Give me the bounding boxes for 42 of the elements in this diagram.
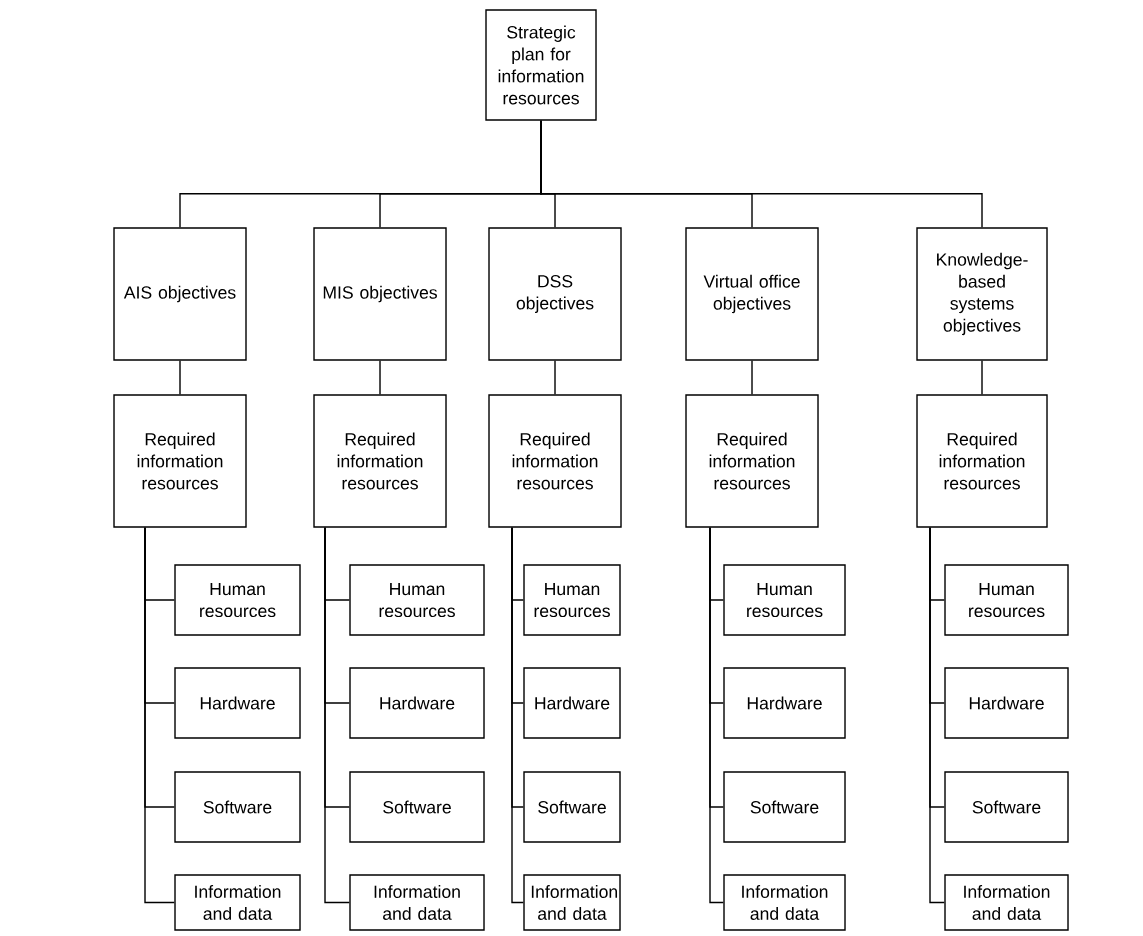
objectives-box: MIS objectives xyxy=(313,227,447,361)
connector-line xyxy=(324,527,350,904)
requirements-box: Required information resources xyxy=(916,394,1048,528)
connector-line xyxy=(554,360,556,395)
resource-box: Human resources xyxy=(723,564,846,636)
resource-box: Hardware xyxy=(174,667,301,739)
resource-box: Information and data xyxy=(723,874,846,931)
connector-line xyxy=(981,360,983,395)
resource-box: Software xyxy=(523,771,621,843)
objectives-box: Virtual office objectives xyxy=(685,227,819,361)
resource-box: Hardware xyxy=(723,667,846,739)
resource-box: Human resources xyxy=(944,564,1069,636)
resource-box: Hardware xyxy=(944,667,1069,739)
requirements-box: Required information resources xyxy=(488,394,622,528)
resource-box: Software xyxy=(174,771,301,843)
requirements-box: Required information resources xyxy=(113,394,247,528)
objectives-box: AIS objectives xyxy=(113,227,247,361)
connector-line xyxy=(540,120,983,228)
resource-box: Software xyxy=(349,771,485,843)
connector-line xyxy=(511,527,524,904)
connector-line xyxy=(709,527,724,904)
resource-box: Information and data xyxy=(523,874,621,931)
resource-box: Hardware xyxy=(523,667,621,739)
objectives-box: DSS objectives xyxy=(488,227,622,361)
resource-box: Information and data xyxy=(944,874,1069,931)
connector-line xyxy=(379,360,381,395)
resource-box: Hardware xyxy=(349,667,485,739)
resource-box: Human resources xyxy=(523,564,621,636)
resource-box: Human resources xyxy=(349,564,485,636)
resource-box: Human resources xyxy=(174,564,301,636)
connector-line xyxy=(929,527,945,904)
connector-line xyxy=(144,527,175,904)
connector-line xyxy=(751,360,753,395)
connector-line xyxy=(179,360,181,395)
resource-box: Software xyxy=(944,771,1069,843)
requirements-box: Required information resources xyxy=(313,394,447,528)
objectives-box: Knowledge-based systems objectives xyxy=(916,227,1048,361)
requirements-box: Required information resources xyxy=(685,394,819,528)
plan-box: Strategic plan for information resources xyxy=(485,9,597,121)
resource-box: Software xyxy=(723,771,846,843)
resource-box: Information and data xyxy=(174,874,301,931)
resource-box: Information and data xyxy=(349,874,485,931)
